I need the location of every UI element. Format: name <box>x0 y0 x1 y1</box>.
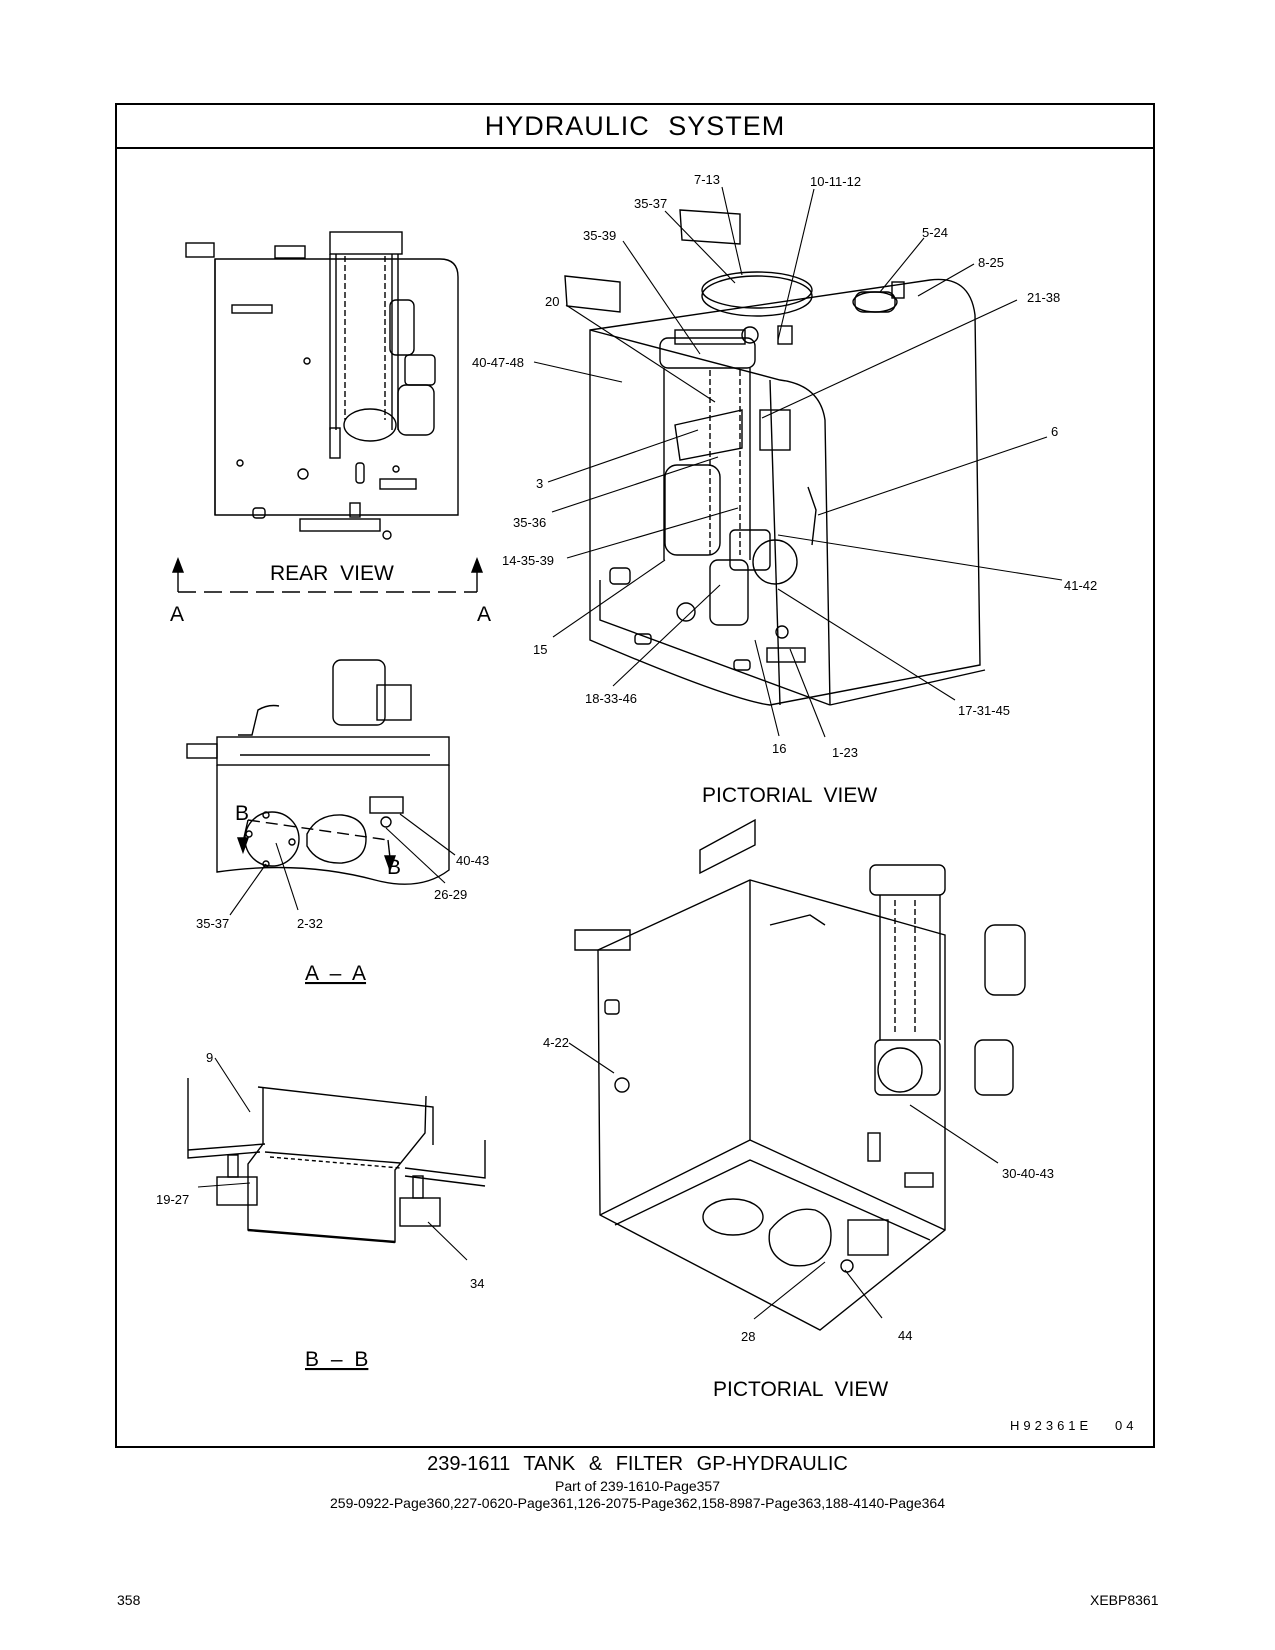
rear-view-drawing <box>185 231 459 540</box>
callout-44: 44 <box>898 1328 912 1343</box>
callout-7-13: 7-13 <box>694 172 720 187</box>
section-bb-label: B – B <box>305 1348 368 1371</box>
callout-34: 34 <box>470 1276 484 1291</box>
callout-18-33-46: 18-33-46 <box>585 691 637 706</box>
callout-19-27: 19-27 <box>156 1192 189 1207</box>
callout-5-24: 5-24 <box>922 225 948 240</box>
callout-35-37-section: 35-37 <box>196 916 229 931</box>
assembly-title: 239-1611 TANK & FILTER GP-HYDRAULIC <box>427 1453 848 1475</box>
pictorial-top-drawing <box>564 209 986 706</box>
pictorial-bottom-drawing <box>574 818 1026 1331</box>
drawing-revision: 04 <box>1115 1418 1137 1433</box>
page-title: HYDRAULIC SYSTEM <box>117 105 1153 149</box>
callout-41-42: 41-42 <box>1064 578 1097 593</box>
callout-1-23: 1-23 <box>832 745 858 760</box>
callout-35-36: 35-36 <box>513 515 546 530</box>
callout-21-38: 21-38 <box>1027 290 1060 305</box>
section-aa-label: A – A <box>305 962 366 985</box>
document-code: XEBP8361 <box>1090 1592 1159 1608</box>
section-marker-a-left: A <box>170 603 184 626</box>
callout-labels: 7-13 10-11-12 35-37 35-39 5-24 8-25 21-3… <box>156 172 1137 1433</box>
callout-20: 20 <box>545 294 559 309</box>
rear-view-label: REAR VIEW <box>270 562 394 585</box>
callout-6: 6 <box>1051 424 1058 439</box>
callout-4-22: 4-22 <box>543 1035 569 1050</box>
part-of-reference: Part of 239-1610-Page357 <box>554 1478 720 1494</box>
leader-lines <box>197 186 1063 1320</box>
callout-14-35-39: 14-35-39 <box>502 553 554 568</box>
section-bb-drawing <box>187 1078 486 1244</box>
page-number: 358 <box>117 1592 141 1608</box>
pictorial-view-top-label: PICTORIAL VIEW <box>702 784 877 807</box>
section-aa-drawing <box>186 659 450 885</box>
callout-35-37: 35-37 <box>634 196 667 211</box>
section-marker-b-right: B <box>387 856 401 879</box>
callout-30-40-43: 30-40-43 <box>1002 1166 1054 1181</box>
callout-17-31-45: 17-31-45 <box>958 703 1010 718</box>
section-marker-b-left: B <box>235 802 249 825</box>
callout-8-25: 8-25 <box>978 255 1004 270</box>
pictorial-view-bottom-label: PICTORIAL VIEW <box>713 1378 888 1401</box>
section-a-line <box>171 557 484 593</box>
related-page-references: 259-0922-Page360,227-0620-Page361,126-20… <box>330 1495 945 1511</box>
drawing-code: H92361E <box>1010 1418 1092 1433</box>
callout-40-43: 40-43 <box>456 853 489 868</box>
callout-10-11-12: 10-11-12 <box>810 174 861 189</box>
callout-26-29: 26-29 <box>434 887 467 902</box>
callout-3: 3 <box>536 476 543 491</box>
callout-35-39: 35-39 <box>583 228 616 243</box>
drawing-frame: HYDRAULIC SYSTEM <box>115 103 1155 1448</box>
callout-28: 28 <box>741 1329 755 1344</box>
callout-40-47-48: 40-47-48 <box>472 355 524 370</box>
section-marker-a-right: A <box>477 603 491 626</box>
callout-9: 9 <box>206 1050 213 1065</box>
callout-15: 15 <box>533 642 547 657</box>
callout-2-32: 2-32 <box>297 916 323 931</box>
callout-16: 16 <box>772 741 786 756</box>
